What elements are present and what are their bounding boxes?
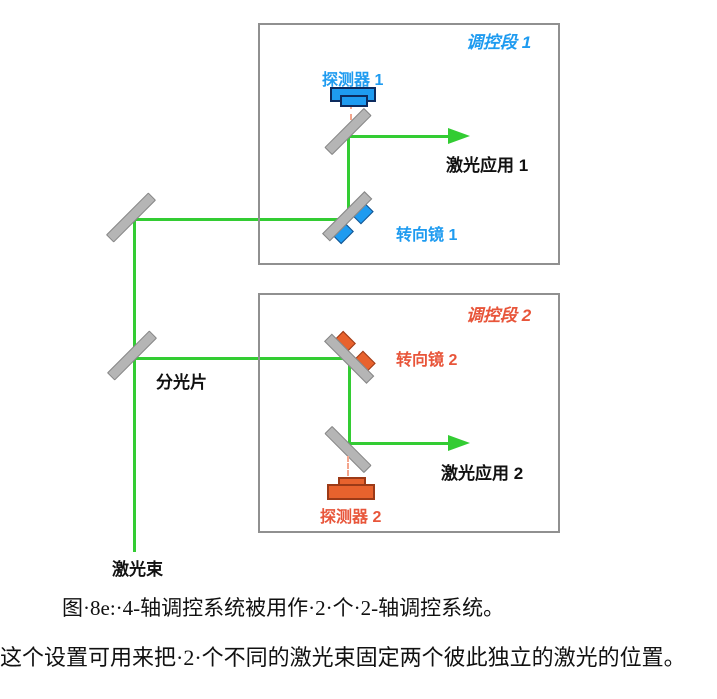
laser-application1-label: 激光应用 1 (446, 156, 529, 175)
input-beam-label: 激光束 (112, 560, 163, 579)
detector1-aperture (340, 95, 368, 107)
control-section2-box (258, 293, 560, 533)
beam-arrowhead-output2-icon (448, 435, 470, 451)
laser-beam-input-vertical (133, 219, 136, 552)
beam-splitter (106, 330, 158, 381)
laser-application2-label: 激光应用 2 (441, 464, 524, 483)
detector2-body (327, 484, 375, 500)
laser-beam-section2-vertical (348, 359, 351, 444)
section1-leakage-dashed-line (350, 103, 352, 120)
laser-beam-section1-output (348, 135, 448, 138)
laser-beam-section2-output (349, 442, 448, 445)
figure-caption: 图·8e:·4-轴调控系统被用作·2·个·2-轴调控系统。 (62, 596, 505, 620)
control-section1-box (258, 23, 560, 265)
beam-arrowhead-output1-icon (448, 128, 470, 144)
laser-beam-to-section1 (133, 218, 349, 221)
section2-leakage-dashed-line (347, 456, 349, 476)
steering-mirror2-label: 转向镜 2 (396, 352, 458, 369)
section2-title: 调控段 2 (466, 306, 532, 325)
beam-splitter-label: 分光片 (156, 373, 207, 392)
laser-beam-to-section2 (133, 357, 350, 360)
detector1-label: 探测器 1 (322, 72, 384, 89)
detector2-label: 探测器 2 (320, 509, 382, 526)
section1-title: 调控段 1 (466, 33, 532, 52)
body-paragraph: 这个设置可用来把·2·个不同的激光束固定两个彼此独立的激光的位置。 (0, 645, 686, 670)
steering-mirror1-label: 转向镜 1 (396, 227, 458, 244)
laser-beam-section1-vertical (347, 137, 350, 220)
